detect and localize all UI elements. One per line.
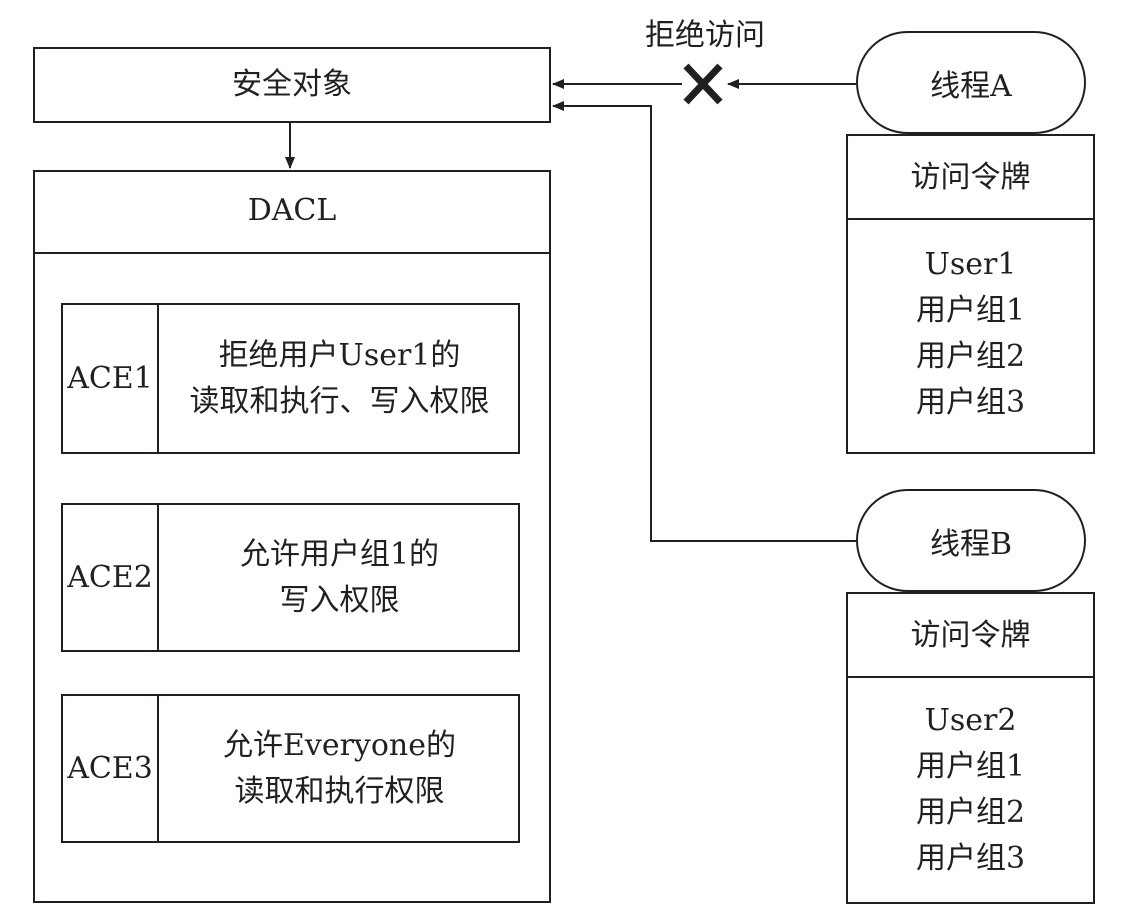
deny-cross-icon xyxy=(683,63,723,105)
ace-divider-3 xyxy=(157,694,159,843)
token-entry: User1 xyxy=(924,247,1017,282)
ace-id-text: ACE1 xyxy=(67,360,153,396)
token-entry: 用户组3 xyxy=(915,841,1026,876)
thread-b-name: 线程B xyxy=(929,526,1013,562)
token-entry: 用户组1 xyxy=(915,749,1026,784)
ace-desc-line: 写入权限 xyxy=(279,582,400,618)
security-object-label: 安全对象 xyxy=(232,67,352,102)
thread-a-pill: 线程A xyxy=(856,31,1086,134)
thread-b-to-object-arrow xyxy=(552,101,856,542)
ace-desc-1: 拒绝用户User1的 读取和执行、写入权限 xyxy=(159,303,520,454)
ace-id-text: ACE2 xyxy=(67,559,153,595)
thread-b-token-box xyxy=(846,592,1095,904)
ace-entry-3 xyxy=(61,694,520,843)
ace-id-2: ACE2 xyxy=(61,503,159,652)
token-entry: 用户组2 xyxy=(915,795,1026,830)
thread-a-token-entries: User1 用户组1 用户组2 用户组3 xyxy=(846,240,1095,428)
ace-desc-line: 允许用户组1的 xyxy=(239,536,440,572)
token-entry: 用户组1 xyxy=(915,293,1026,328)
token-entry: 用户组2 xyxy=(915,339,1026,374)
ace-id-text: ACE3 xyxy=(67,750,153,786)
ace-desc-line: 读取和执行、写入权限 xyxy=(189,383,490,419)
deny-access-label: 拒绝访问 xyxy=(645,18,765,53)
ace-id-1: ACE1 xyxy=(61,303,159,454)
security-object-box: 安全对象 xyxy=(33,47,551,123)
thread-a-token-box xyxy=(846,134,1095,454)
ace-desc-3: 允许Everyone的 读取和执行权限 xyxy=(159,694,520,843)
thread-b-token-entries: User2 用户组1 用户组2 用户组3 xyxy=(846,696,1095,884)
thread-b-pill: 线程B xyxy=(856,489,1086,592)
dacl-title: DACL xyxy=(247,193,337,228)
thread-a-token-title: 访问令牌 xyxy=(910,160,1031,195)
token-entry: 用户组3 xyxy=(915,385,1026,420)
ace-entry-1 xyxy=(61,303,520,454)
thread-b-token-title: 访问令牌 xyxy=(910,618,1031,653)
ace-entry-2 xyxy=(61,503,520,652)
ace-desc-line: 读取和执行权限 xyxy=(234,773,445,809)
ace-divider-1 xyxy=(157,303,159,454)
ace-desc-2: 允许用户组1的 写入权限 xyxy=(159,503,520,652)
dacl-header-divider xyxy=(33,252,551,254)
ace-desc-line: 拒绝用户User1的 xyxy=(218,337,461,373)
thread-b-token-divider xyxy=(846,676,1095,678)
thread-a-token-divider xyxy=(846,218,1095,220)
ace-id-3: ACE3 xyxy=(61,694,159,843)
token-entry: User2 xyxy=(924,703,1017,738)
ace-desc-line: 允许Everyone的 xyxy=(222,727,457,763)
ace-divider-2 xyxy=(157,503,159,652)
thread-a-name: 线程A xyxy=(930,68,1012,104)
